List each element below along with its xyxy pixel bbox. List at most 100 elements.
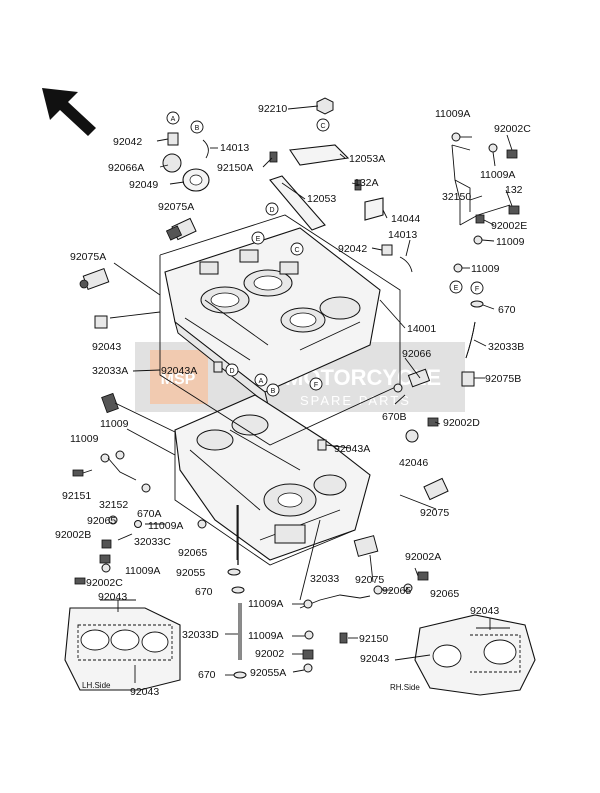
label-670a: 670A — [137, 508, 162, 520]
label-92002b: 92002B — [55, 529, 91, 541]
label-42046: 42046 — [399, 457, 428, 469]
part-labels: 92042 14013 92066A 92150A 92049 92210 12… — [55, 103, 531, 698]
svg-text:B: B — [195, 125, 200, 132]
ref-circle-b-case: B — [266, 383, 280, 397]
label-11009-left1: 11009 — [100, 418, 129, 430]
label-92066a: 92066A — [108, 162, 144, 174]
svg-text:B: B — [271, 388, 276, 395]
label-92002c-right: 92002C — [494, 123, 531, 135]
label-92065-bottom: 92065 — [382, 585, 411, 597]
ref-circle-a-top: A — [166, 111, 180, 125]
label-12053a: 12053A — [349, 153, 385, 165]
label-670-bottom: 670 — [198, 669, 216, 681]
label-32033b: 32033B — [488, 341, 524, 353]
label-92002: 92002 — [255, 648, 284, 660]
label-92042: 92042 — [113, 136, 142, 148]
svg-text:C: C — [294, 247, 299, 254]
label-14001: 14001 — [407, 323, 436, 335]
left-small-parts — [72, 132, 245, 594]
label-rh-side: RH.Side — [390, 683, 420, 692]
label-11009a-left2: 11009A — [125, 565, 160, 577]
label-32033a: 32033A — [92, 365, 128, 377]
label-32150: 32150 — [442, 191, 471, 203]
label-92075b: 92075B — [485, 373, 521, 385]
ref-circle-c-top: C — [316, 118, 330, 132]
label-92043-rh: 92043 — [360, 653, 389, 665]
label-11009a-right: 11009A — [480, 169, 515, 181]
label-92066: 92066 — [402, 348, 431, 360]
upper-crankcase — [164, 227, 381, 407]
label-11009-left2: 11009 — [70, 433, 99, 445]
svg-text:F: F — [314, 382, 318, 389]
ref-circle-e-right: E — [449, 280, 463, 294]
label-92210: 92210 — [258, 103, 287, 115]
ref-circle-a-case: A — [254, 373, 268, 387]
label-92150: 92150 — [359, 633, 388, 645]
svg-text:F: F — [475, 286, 479, 293]
top-center-parts — [269, 97, 413, 273]
label-92075-right: 92075 — [420, 507, 449, 519]
label-11009-right2: 11009 — [471, 263, 500, 275]
svg-text:D: D — [229, 368, 234, 375]
label-lh-side: LH.Side — [82, 681, 111, 690]
right-misc-parts — [213, 361, 449, 679]
label-92043-rh-top: 92043 — [470, 605, 499, 617]
label-92002d: 92002D — [443, 417, 480, 429]
label-92055a: 92055A — [250, 667, 286, 679]
label-92002e: 92002E — [491, 220, 527, 232]
label-11009a-mid2: 11009A — [248, 630, 283, 642]
svg-text:E: E — [256, 236, 261, 243]
ref-circle-f-case: F — [309, 377, 323, 391]
label-14013-right: 14013 — [388, 229, 417, 241]
label-92075-mid: 92075 — [355, 574, 384, 586]
label-92043-lh-bottom: 92043 — [130, 686, 159, 698]
label-92075a-top: 92075A — [158, 201, 194, 213]
label-670-right: 670 — [498, 304, 516, 316]
label-32033d: 32033D — [182, 629, 219, 641]
label-92043a-mid: 92043A — [161, 365, 197, 377]
label-92065-right: 92065 — [430, 588, 459, 600]
ref-circle-f-right: F — [470, 281, 484, 295]
label-11009-right1: 11009 — [496, 236, 525, 248]
label-11009a-mid: 11009A — [248, 598, 283, 610]
label-92002a: 92002A — [405, 551, 441, 563]
ref-circle-c-case: C — [290, 242, 304, 256]
watermark-word2: SPARE PARTS — [300, 393, 411, 408]
lh-side-view — [64, 607, 181, 691]
label-92042-right: 92042 — [338, 243, 367, 255]
label-32033c: 32033C — [134, 536, 171, 548]
label-92002c-left: 92002C — [86, 577, 123, 589]
label-132a: 132A — [354, 177, 379, 189]
ref-circle-e-case: E — [251, 231, 265, 245]
svg-text:A: A — [259, 378, 264, 385]
ref-circle-d-case: D — [225, 363, 239, 377]
label-32033: 32033 — [310, 573, 339, 585]
svg-text:C: C — [320, 123, 325, 130]
lower-crankcase — [174, 394, 371, 561]
leader-lines — [100, 105, 513, 683]
rh-side-view — [414, 614, 536, 696]
label-132: 132 — [505, 184, 523, 196]
label-92075a-left: 92075A — [70, 251, 106, 263]
label-92049: 92049 — [129, 179, 158, 191]
label-92150a: 92150A — [217, 162, 253, 174]
label-92043-left: 92043 — [92, 341, 121, 353]
label-92065-mid: 92065 — [178, 547, 207, 559]
label-11009a-rtop: 11009A — [435, 108, 470, 120]
label-14013: 14013 — [220, 142, 249, 154]
ref-circle-b-top: B — [190, 120, 204, 134]
label-32152: 32152 — [99, 499, 128, 511]
label-12053: 12053 — [307, 193, 336, 205]
label-14044: 14044 — [391, 213, 420, 225]
svg-text:MSP: MSP — [161, 371, 196, 388]
label-92065-left: 92065 — [87, 515, 116, 527]
svg-text:D: D — [269, 207, 274, 214]
label-92151: 92151 — [62, 490, 91, 502]
svg-text:E: E — [454, 285, 459, 292]
label-670b: 670B — [382, 411, 407, 423]
label-670-left: 670 — [195, 586, 213, 598]
ref-circle-d-top: D — [265, 202, 279, 216]
label-92043-lh-top: 92043 — [98, 591, 127, 603]
label-11009a-left1: 11009A — [148, 520, 183, 532]
